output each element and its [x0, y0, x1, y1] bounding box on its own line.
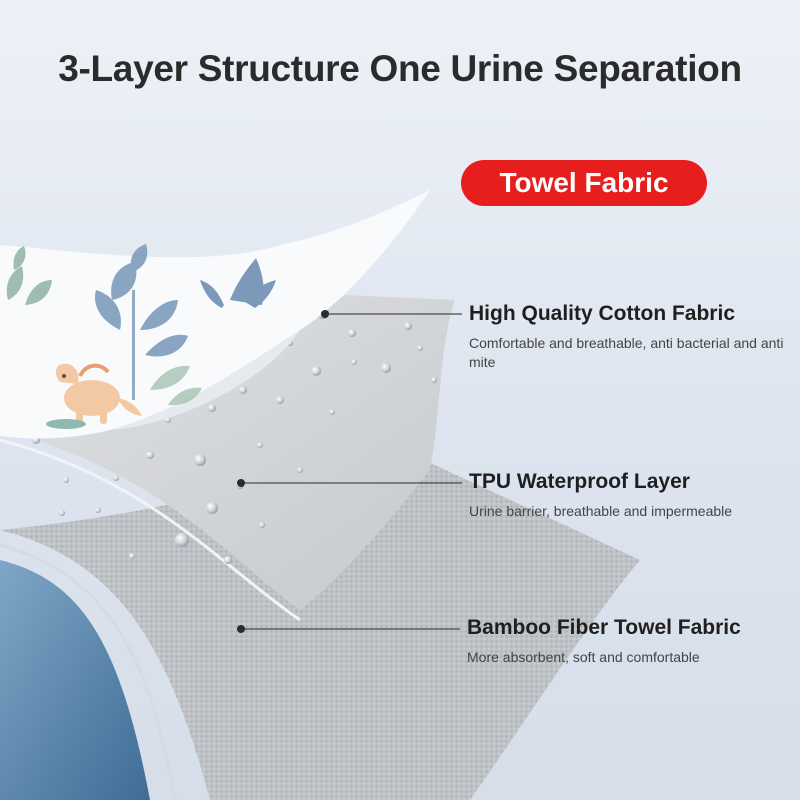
leaf-icon — [200, 258, 276, 308]
layer-label-tpu: TPU Waterproof Layer Urine barrier, brea… — [469, 470, 789, 521]
layer-label-bamboo: Bamboo Fiber Towel Fabric More absorbent… — [467, 616, 787, 667]
tpu-waterproof-layer — [0, 295, 455, 610]
cotton-fabric-layer — [0, 190, 430, 439]
leaf-icon — [6, 246, 52, 305]
layer-description: Urine barrier, breathable and impermeabl… — [469, 503, 733, 519]
layer-title: High Quality Cotton Fabric — [469, 302, 735, 325]
layer-title: TPU Waterproof Layer — [469, 470, 690, 493]
layer-description: More absorbent, soft and comfortable — [467, 649, 700, 665]
blue-base-layer — [0, 560, 150, 800]
layer-description: Comfortable and breathable, anti bacteri… — [469, 335, 784, 370]
layer-label-cotton: High Quality Cotton Fabric Comfortable a… — [469, 302, 789, 372]
dinosaur-icon — [46, 363, 142, 429]
leaf-icon — [150, 365, 202, 406]
page-title: 3-Layer Structure One Urine Separation — [58, 48, 742, 89]
connector-lines — [237, 310, 462, 633]
layer-title: Bamboo Fiber Towel Fabric — [467, 616, 741, 639]
leaf-icon — [95, 244, 188, 400]
towel-fabric-badge: Towel Fabric — [461, 160, 707, 206]
bamboo-towel-layer — [0, 435, 640, 800]
